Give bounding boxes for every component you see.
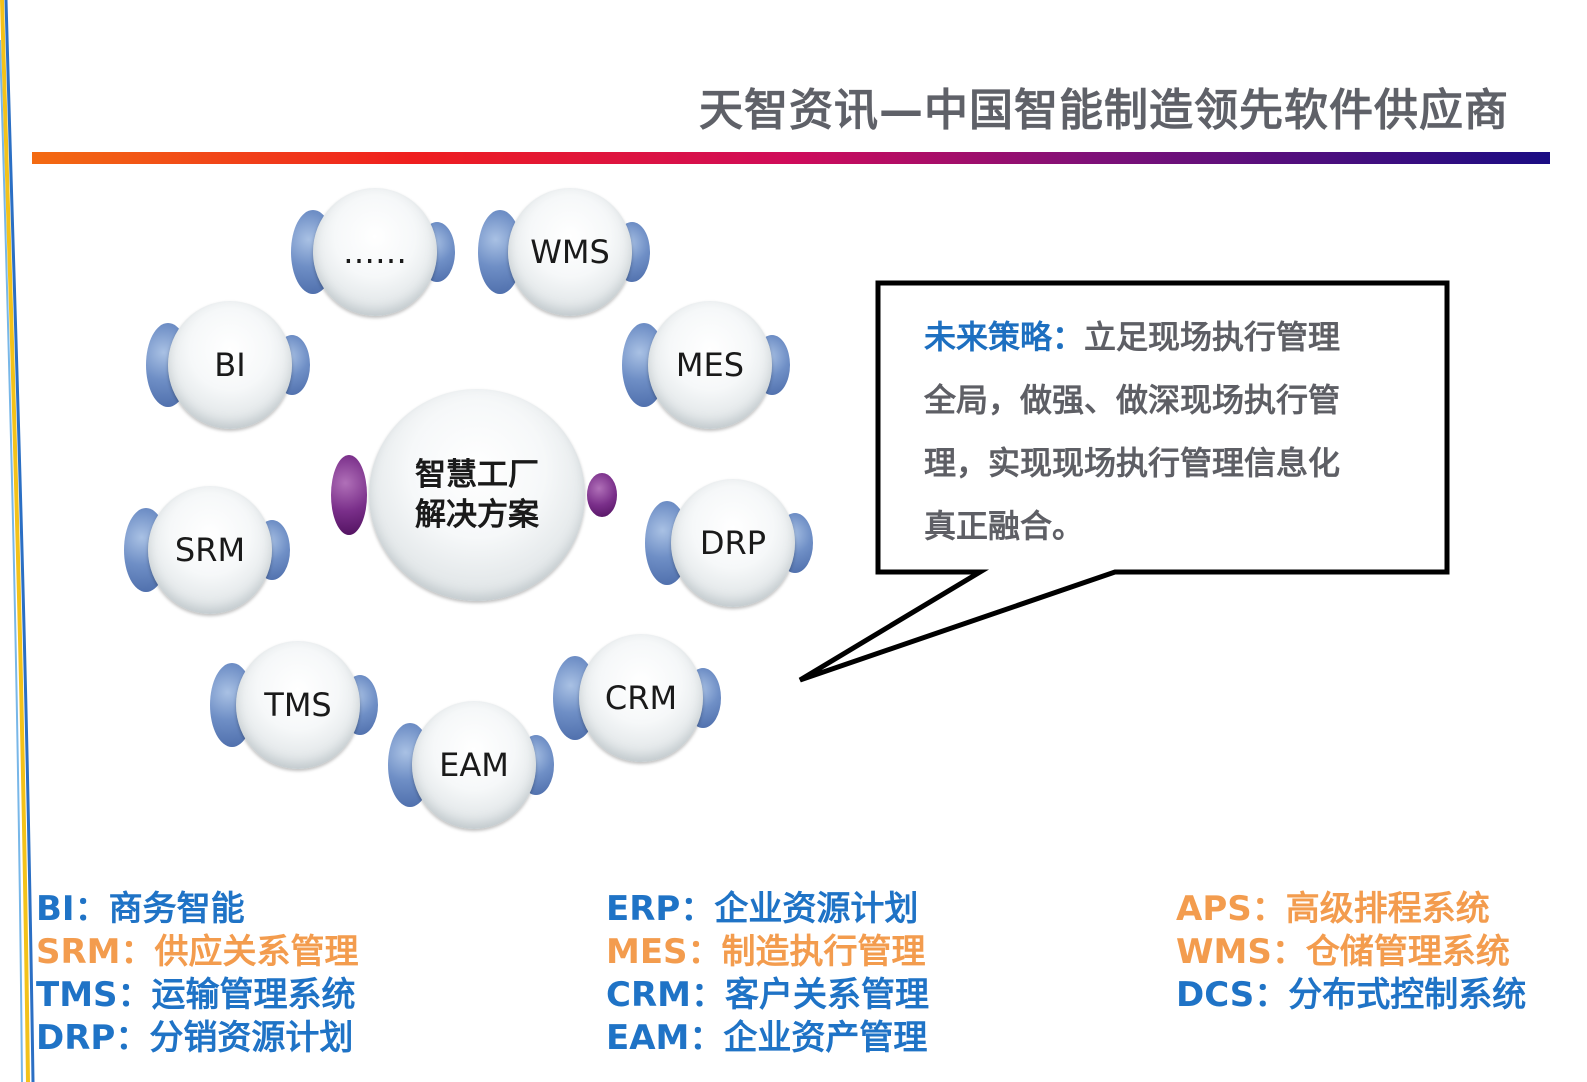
- node-srm-label: SRM: [174, 531, 246, 569]
- node-more-label: ……: [343, 233, 407, 271]
- node-tms-label: TMS: [264, 686, 332, 724]
- callout-line-3: 理，实现现场执行管理信息化: [924, 444, 1341, 482]
- legend-item-mes: MES：制造执行管理: [606, 932, 926, 972]
- left-swoosh-decoration: [0, 0, 35, 1082]
- legend-column-2: ERP：企业资源计划 MES：制造执行管理 CRM：客户关系管理 EAM：企业资…: [606, 888, 929, 1060]
- legend-item-drp: DRP：分销资源计划: [36, 1018, 354, 1058]
- legend-item-srm: SRM：供应关系管理: [36, 932, 359, 972]
- node-drp-label: DRP: [699, 524, 767, 562]
- node-bi-label: BI: [214, 346, 246, 384]
- callout-text: 未来策略：立足现场执行管理 全局，做强、做深现场执行管 理，实现现场执行管理信息…: [924, 306, 1414, 558]
- center-node-label-line1: 智慧工厂: [415, 457, 539, 493]
- legend-item-bi: BI：商务智能: [36, 889, 245, 929]
- legend-column-3: APS：高级排程系统 WMS：仓储管理系统 DCS：分布式控制系统: [1176, 888, 1526, 1017]
- node-wms-label: WMS: [530, 233, 610, 271]
- legend-item-aps: APS：高级排程系统: [1176, 889, 1490, 929]
- callout-line-4: 真正融合。: [924, 507, 1085, 545]
- legend-item-erp: ERP：企业资源计划: [606, 889, 919, 929]
- legend-item-dcs: DCS：分布式控制系统: [1176, 975, 1527, 1015]
- node-eam-label: EAM: [439, 746, 509, 784]
- legend-item-crm: CRM：客户关系管理: [606, 975, 929, 1015]
- node-mes-label: MES: [675, 346, 745, 384]
- callout-highlight: 未来策略：: [924, 318, 1085, 356]
- page-title: 天智资讯—中国智能制造领先软件供应商: [699, 85, 1509, 136]
- legend-item-tms: TMS：运输管理系统: [36, 975, 356, 1015]
- callout-line-2: 全局，做强、做深现场执行管: [924, 381, 1341, 419]
- legend-column-1: BI：商务智能 SRM：供应关系管理 TMS：运输管理系统 DRP：分销资源计划: [36, 888, 359, 1060]
- center-node-label-line2: 解决方案: [415, 497, 539, 533]
- callout-line-1: 立足现场执行管理: [1084, 318, 1341, 356]
- gradient-divider: [32, 152, 1550, 164]
- legend-item-eam: EAM：企业资产管理: [606, 1018, 928, 1058]
- node-crm-label: CRM: [604, 679, 678, 717]
- legend-item-wms: WMS：仓储管理系统: [1176, 932, 1510, 972]
